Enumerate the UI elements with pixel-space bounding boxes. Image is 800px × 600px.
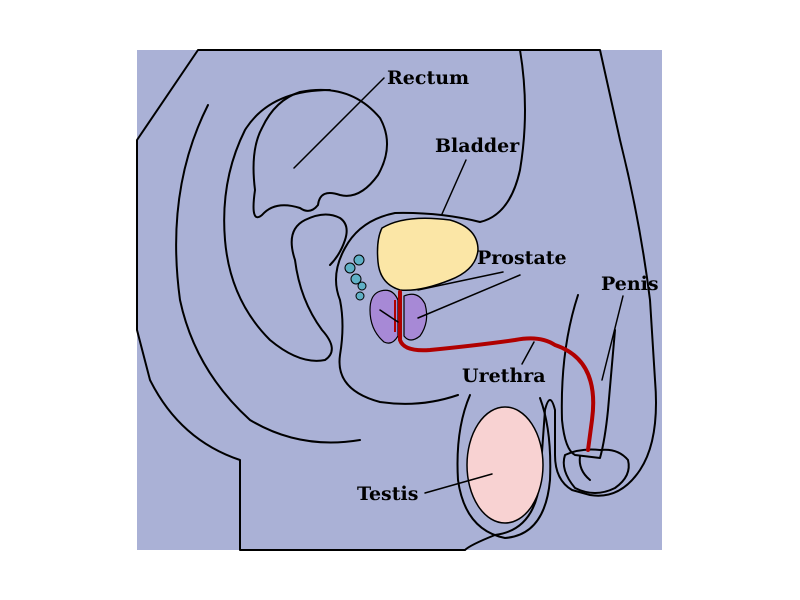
testis-shape — [466, 406, 544, 524]
urethra-leader — [521, 341, 535, 365]
body-silhouette — [136, 49, 657, 551]
seminal-gland-dot — [353, 254, 365, 266]
rectum-label: Rectum — [387, 67, 469, 89]
prostate-lobe-left — [369, 289, 399, 344]
seminal-gland-dot — [344, 262, 356, 274]
rectum-leader — [293, 77, 385, 169]
urethra-label: Urethra — [462, 365, 546, 387]
prostate-leader-3 — [379, 309, 399, 323]
prostate-label: Prostate — [477, 247, 567, 269]
prostate-leader-2 — [417, 274, 521, 319]
bladder-shape — [376, 217, 479, 292]
rectum-outer — [223, 89, 348, 362]
abdominal-wall — [335, 49, 526, 405]
penis-leader — [601, 295, 624, 381]
testis-label: Testis — [357, 483, 418, 505]
seminal-gland-dot — [357, 281, 367, 291]
testis-leader — [424, 473, 493, 494]
bladder-leader — [441, 159, 467, 215]
glans-tip-line — [578, 455, 591, 481]
urethra-tube — [398, 290, 596, 452]
seminal-gland-dot — [355, 291, 365, 301]
penis-shaft — [560, 294, 616, 459]
bladder-label: Bladder — [435, 135, 520, 157]
scrotum — [456, 394, 552, 539]
seminal-gland-dot — [350, 273, 362, 285]
prostate-leader-1 — [417, 271, 504, 291]
spine-curve — [175, 104, 361, 444]
penis-label: Penis — [601, 273, 659, 295]
glans — [562, 448, 630, 494]
rectum-lumen — [252, 88, 388, 219]
prostate-lobe-right — [403, 293, 428, 341]
